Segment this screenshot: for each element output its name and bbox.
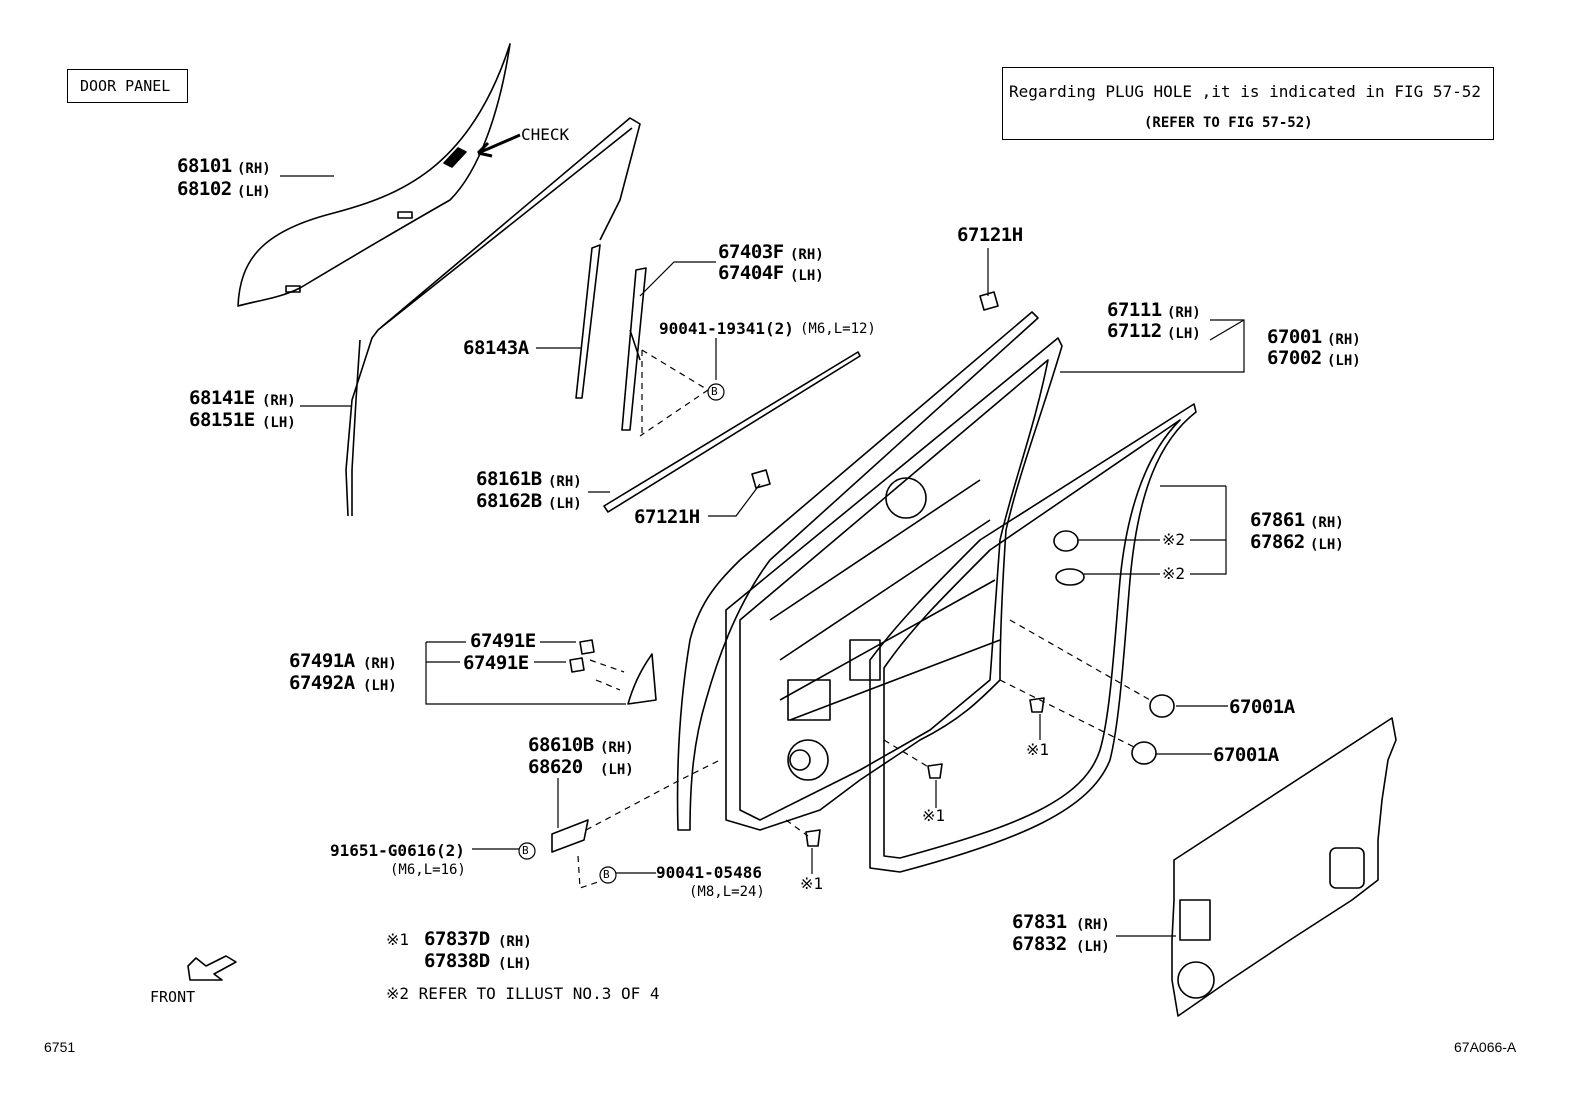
part-67491A: 67491A [289,650,355,672]
part-68151E: 68151E [189,409,255,431]
check-mark [443,147,467,168]
part-67491E-b: 67491E [463,652,529,674]
lh-tag: (LH) [498,956,532,972]
bolt-b-marker: B [522,844,529,857]
panel-title: DOOR PANEL [80,77,171,95]
part-67121H-lower: 67121H [634,506,700,528]
division-bar [575,244,601,399]
trim-panel [1171,717,1397,1017]
lh-tag: (LH) [600,762,634,778]
page-number: 6751 [44,1039,76,1055]
lh-tag: (LH) [262,415,296,431]
part-67111: 67111 [1107,299,1162,321]
weatherstrip [869,403,1197,873]
door-inner-frame [725,337,1063,831]
hinge [551,819,589,853]
part-68143A: 68143A [463,337,529,359]
rh-tag: (RH) [790,247,824,263]
part-67002: 67002 [1267,347,1322,369]
part-67832: 67832 [1012,933,1067,955]
part-68161B: 68161B [476,468,542,490]
rh-tag: (RH) [600,740,634,756]
ref-1-a: ※1 [1026,740,1050,759]
part-67491E-a: 67491E [470,630,536,652]
note-line-1: Regarding PLUG HOLE ,it is indicated in … [1009,82,1482,101]
rh-tag: (RH) [1167,305,1201,321]
part-90041-05486-spec: (M8,L=24) [689,884,765,900]
lh-tag: (LH) [237,184,271,200]
mirror-base [627,653,657,705]
front-label: FRONT [150,988,196,1006]
part-68162B: 68162B [476,490,542,512]
part-67001A-upper: 67001A [1229,696,1295,718]
part-67121H-upper: 67121H [957,224,1023,246]
door-glass [237,43,511,307]
part-67831: 67831 [1012,911,1067,933]
ref-1-b: ※1 [922,806,946,825]
door-shell-outer [676,311,1039,831]
rh-tag: (RH) [262,393,296,409]
frame-channel [345,117,641,517]
legend-2: ※2 REFER TO ILLUST NO.3 OF 4 [386,984,660,1003]
part-67492A: 67492A [289,672,355,694]
plug-hole-note: Regarding PLUG HOLE ,it is indicated in … [1002,67,1494,140]
ref-2-upper: ※2 [1162,530,1186,549]
part-90041-05486: 90041-05486 [656,863,762,882]
lh-tag: (LH) [548,496,582,512]
part-67403F: 67403F [718,241,784,263]
figure-code: 67A066-A [1454,1039,1517,1055]
note-line-2: (REFER TO FIG 57-52) [1144,115,1313,131]
part-68102: 68102 [177,178,232,200]
panel-title-box: DOOR PANEL [67,69,188,103]
check-arrow [476,133,521,158]
lh-tag: (LH) [790,268,824,284]
rh-tag: (RH) [237,161,271,177]
bolt-b-marker: B [711,385,718,398]
part-91651-G0616: 91651-G0616(2) [330,841,465,860]
lh-tag: (LH) [1076,939,1110,955]
part-68620: 68620 [528,756,583,778]
ref-2-lower: ※2 [1162,564,1186,583]
legend-1-lh: 67838D [424,950,490,972]
rh-tag: (RH) [498,934,532,950]
lh-tag: (LH) [363,678,397,694]
lh-tag: (LH) [1310,537,1344,553]
lh-tag: (LH) [1167,326,1201,342]
part-67404F: 67404F [718,262,784,284]
part-68141E: 68141E [189,387,255,409]
belt-moulding [603,351,861,513]
part-67861: 67861 [1250,509,1305,531]
part-90041-19341: 90041-19341(2) [659,319,794,338]
check-label: CHECK [521,125,570,144]
part-67112: 67112 [1107,320,1162,342]
front-arrow [187,955,237,981]
part-67001A-lower: 67001A [1213,744,1279,766]
rh-tag: (RH) [548,474,582,490]
part-67001: 67001 [1267,326,1322,348]
part-67862: 67862 [1250,531,1305,553]
part-90041-19341-spec: (M6,L=12) [800,321,876,337]
rh-tag: (RH) [1310,515,1344,531]
rh-tag: (RH) [363,656,397,672]
rh-tag: (RH) [1327,332,1361,348]
part-91651-spec: (M6,L=16) [390,862,466,878]
part-68610B: 68610B [528,734,594,756]
legend-1-rh: 67837D [424,928,490,950]
run-channel [621,267,647,431]
lh-tag: (LH) [1327,353,1361,369]
rh-tag: (RH) [1076,917,1110,933]
legend-1-mark: ※1 [386,930,410,949]
bolt-b-marker: B [603,868,610,881]
part-68101: 68101 [177,155,232,177]
ref-1-c: ※1 [800,874,824,893]
